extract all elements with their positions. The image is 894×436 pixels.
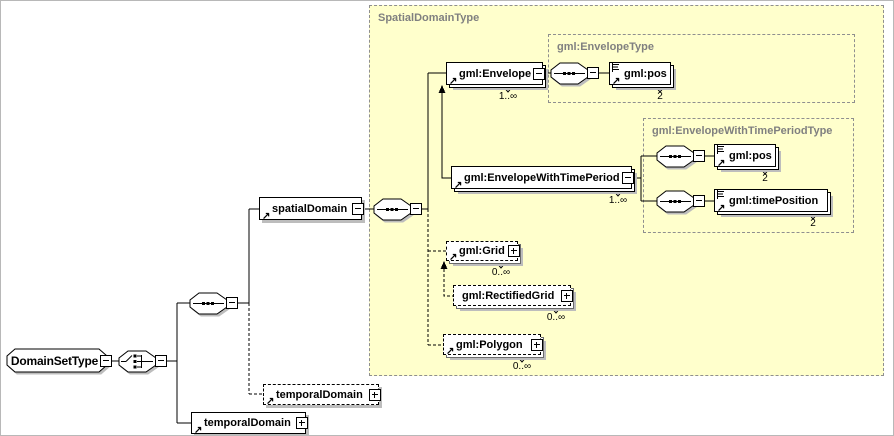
collapse-button[interactable] — [533, 67, 545, 80]
element-spatialdomain[interactable]: ↗ spatialDomain — [259, 197, 364, 222]
collapse-button[interactable] — [155, 355, 167, 367]
sequence-icon[interactable] — [656, 145, 695, 168]
element-gml-envelopewithtimeperiod[interactable]: ↗ gml:EnvelopeWithTimePeriod — [451, 166, 634, 191]
sequence-icon[interactable] — [656, 190, 695, 213]
element-label: gml:Grid — [459, 245, 505, 257]
expand-button[interactable] — [296, 417, 308, 429]
root-type-shape — [6, 348, 108, 373]
group-label: gml:EnvelopeType — [557, 41, 654, 53]
collapse-button[interactable] — [352, 202, 364, 215]
group-label: gml:EnvelopeWithTimePeriodType — [652, 125, 833, 137]
reference-arrow-icon: ↗ — [454, 180, 463, 191]
expand-button[interactable] — [508, 245, 520, 257]
element-label: gml:RectifiedGrid — [462, 289, 555, 302]
collapse-button[interactable] — [693, 150, 705, 162]
element-gml-pos-ewtp[interactable]: ↗ gml:pos — [714, 144, 776, 169]
occurrence-label: 1..∞ — [498, 91, 518, 102]
simple-content-icon — [611, 63, 620, 76]
element-label: gml:EnvelopeWithTimePeriod — [464, 171, 620, 184]
element-label: gml:pos — [729, 149, 772, 162]
element-gml-pos-envelope[interactable]: ↗ gml:pos — [609, 62, 671, 87]
expand-button[interactable] — [561, 289, 573, 302]
occurrence-label: 2 — [810, 218, 816, 229]
element-temporaldomain-optional[interactable]: ↗ temporalDomain — [263, 384, 381, 407]
collapse-button[interactable] — [410, 203, 422, 215]
group-label: SpatialDomainType — [378, 12, 480, 24]
reference-arrow-icon: ↗ — [266, 396, 275, 407]
reference-arrow-icon: ↗ — [194, 425, 203, 436]
element-label: spatialDomain — [272, 202, 348, 215]
reference-arrow-icon: ↗ — [446, 346, 455, 357]
type-group-envelopetype: gml:EnvelopeType — [548, 34, 855, 103]
reference-arrow-icon: ↗ — [449, 252, 458, 263]
element-gml-envelope[interactable]: ↗ gml:Envelope — [446, 62, 545, 87]
occurrence-label: 2 — [657, 91, 663, 102]
element-label: gml:timePosition — [729, 194, 819, 207]
reference-arrow-icon: ↗ — [612, 76, 621, 87]
element-label: temporalDomain — [204, 417, 291, 429]
occurrence-label: 1..∞ — [608, 195, 628, 206]
element-gml-timeposition[interactable]: ↗ gml:timePosition — [714, 189, 828, 214]
element-label: temporalDomain — [276, 388, 363, 401]
simple-content-icon — [716, 145, 725, 158]
expand-button[interactable] — [531, 338, 543, 351]
element-gml-polygon[interactable]: ↗ gml:Polygon — [443, 334, 543, 357]
collapse-button[interactable] — [693, 195, 705, 207]
occurrence-label: 0..∞ — [491, 267, 511, 278]
collapse-button[interactable] — [100, 355, 112, 367]
occurrence-label: 2 — [762, 173, 768, 184]
occurrence-label: 0..∞ — [546, 312, 566, 323]
reference-arrow-icon: ↗ — [449, 76, 458, 87]
root-type-label: DomainSetType — [10, 353, 99, 368]
occurrence-label: 0..∞ — [512, 361, 532, 372]
element-temporaldomain[interactable]: ↗ temporalDomain — [191, 412, 308, 436]
element-label: gml:pos — [624, 67, 667, 80]
collapse-button[interactable] — [226, 297, 238, 309]
reference-arrow-icon: ↗ — [717, 203, 726, 214]
reference-arrow-icon: ↗ — [262, 211, 271, 222]
sequence-icon[interactable] — [550, 62, 589, 85]
reference-arrow-icon: ↗ — [717, 158, 726, 169]
sequence-icon[interactable] — [189, 292, 228, 315]
element-gml-grid[interactable]: ↗ gml:Grid — [446, 241, 520, 263]
simple-content-icon — [716, 190, 725, 203]
element-gml-rectifiedgrid[interactable]: gml:RectifiedGrid — [453, 285, 573, 306]
root-type-domainsettype[interactable]: DomainSetType — [7, 349, 102, 372]
type-group-envelopewithtimeperiodtype: gml:EnvelopeWithTimePeriodType — [643, 118, 854, 233]
element-label: gml:Envelope — [459, 67, 532, 80]
sequence-icon[interactable] — [373, 198, 412, 221]
element-label: gml:Polygon — [456, 338, 523, 351]
collapse-button[interactable] — [622, 171, 634, 184]
choice-icon[interactable] — [118, 350, 157, 373]
collapse-button[interactable] — [587, 67, 599, 79]
expand-button[interactable] — [369, 388, 381, 401]
